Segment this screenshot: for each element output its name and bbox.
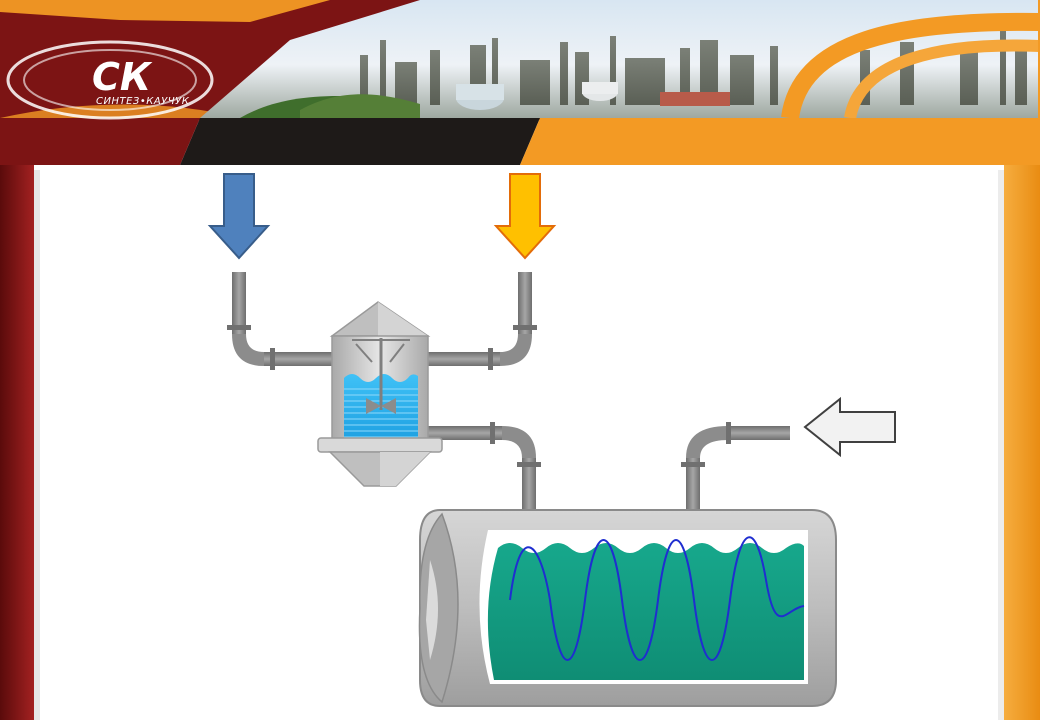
reactor-liquid [487, 543, 804, 680]
flange [726, 422, 731, 444]
storage-tanks [456, 82, 730, 110]
mixer-vessel [317, 301, 443, 487]
logo-sub-text: СИНТЕЗ•КАУЧУК [96, 96, 190, 107]
flange [513, 325, 537, 330]
reactor-tank [418, 509, 837, 707]
flange [270, 348, 275, 370]
piping [227, 272, 790, 518]
flange [517, 462, 541, 467]
dark-title-band [180, 118, 540, 165]
feed-arrow-white-icon [803, 396, 896, 458]
feed-arrow-yellow-icon [493, 173, 557, 260]
header-banner [0, 0, 1040, 165]
flange [488, 348, 493, 370]
company-logo: СК СИНТЕЗ•КАУЧУК [6, 40, 214, 120]
agitator-impeller-icon [352, 338, 410, 414]
flange [490, 422, 495, 444]
logo-main-text: СК [92, 55, 153, 99]
feed-arrow-blue-icon [207, 173, 271, 260]
flange [227, 325, 251, 330]
flange [681, 462, 705, 467]
heating-coil [509, 536, 805, 661]
